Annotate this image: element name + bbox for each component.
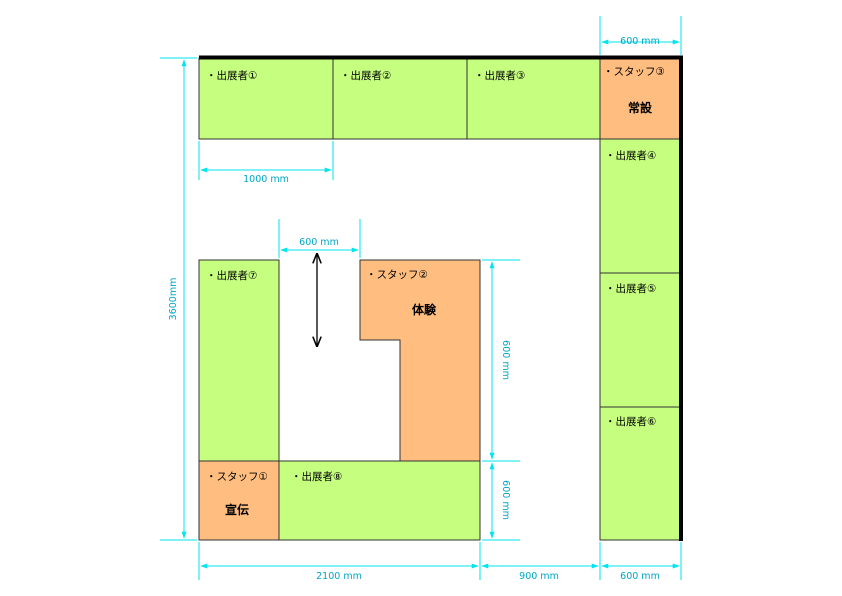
booth-staff-1-tag: 宣伝 bbox=[225, 502, 249, 517]
booth-exhibitor-8[interactable]: ・出展者⑧ bbox=[278, 460, 481, 541]
dim-exhibitor8-height: 600 mm bbox=[500, 480, 511, 520]
booth-exhibitor-4[interactable]: ・出展者④ bbox=[599, 138, 682, 274]
booth-staff-3-label: ・スタッフ③ bbox=[603, 66, 665, 78]
dim-passage-width: 600 mm bbox=[299, 237, 339, 248]
booth-exhibitor-5-label: ・出展者⑤ bbox=[605, 282, 656, 295]
booth-exhibitor-8-label: ・出展者⑧ bbox=[291, 470, 342, 483]
booth-exhibitor-2-label: ・出展者② bbox=[340, 69, 391, 82]
booth-exhibitor-6[interactable]: ・出展者⑥ bbox=[599, 406, 682, 541]
dim-staff2-height: 600 mm bbox=[500, 340, 511, 380]
dim-bottom-right-width: 600 mm bbox=[620, 571, 660, 582]
dim-exhibitor-width: 1000 mm bbox=[243, 174, 289, 185]
dim-total-height: 3600mm bbox=[168, 278, 179, 321]
booth-staff-3-tag: 常設 bbox=[628, 100, 653, 115]
booth-staff-2[interactable]: ・スタッフ② 体験 bbox=[359, 259, 481, 462]
booth-exhibitor-1-label: ・出展者① bbox=[206, 69, 257, 82]
booth-staff-3[interactable]: ・スタッフ③ 常設 bbox=[599, 57, 682, 140]
booth-staff-2-label: ・スタッフ② bbox=[366, 269, 428, 281]
booth-exhibitor-3-label: ・出展者③ bbox=[474, 69, 525, 82]
booth-staff-1[interactable]: ・スタッフ① 宣伝 bbox=[198, 460, 280, 541]
booth-exhibitor-5[interactable]: ・出展者⑤ bbox=[599, 272, 682, 408]
booth-exhibitor-4-label: ・出展者④ bbox=[605, 149, 656, 162]
booth-exhibitor-3[interactable]: ・出展者③ bbox=[466, 57, 601, 140]
booth-exhibitor-6-label: ・出展者⑥ bbox=[605, 415, 656, 428]
dim-bottom-middle-width: 900 mm bbox=[519, 571, 559, 582]
booth-exhibitor-7-label: ・出展者⑦ bbox=[206, 269, 257, 282]
dim-top-right-width: 600 mm bbox=[620, 36, 660, 47]
booth-staff-2-tag: 体験 bbox=[412, 302, 437, 317]
booth-staff-1-label: ・スタッフ① bbox=[206, 471, 268, 483]
booth-exhibitor-7[interactable]: ・出展者⑦ bbox=[198, 259, 280, 462]
dim-bottom-left-width: 2100 mm bbox=[316, 571, 362, 582]
booth-exhibitor-2[interactable]: ・出展者② bbox=[332, 57, 468, 140]
booth-exhibitor-1[interactable]: ・出展者① bbox=[198, 57, 334, 140]
